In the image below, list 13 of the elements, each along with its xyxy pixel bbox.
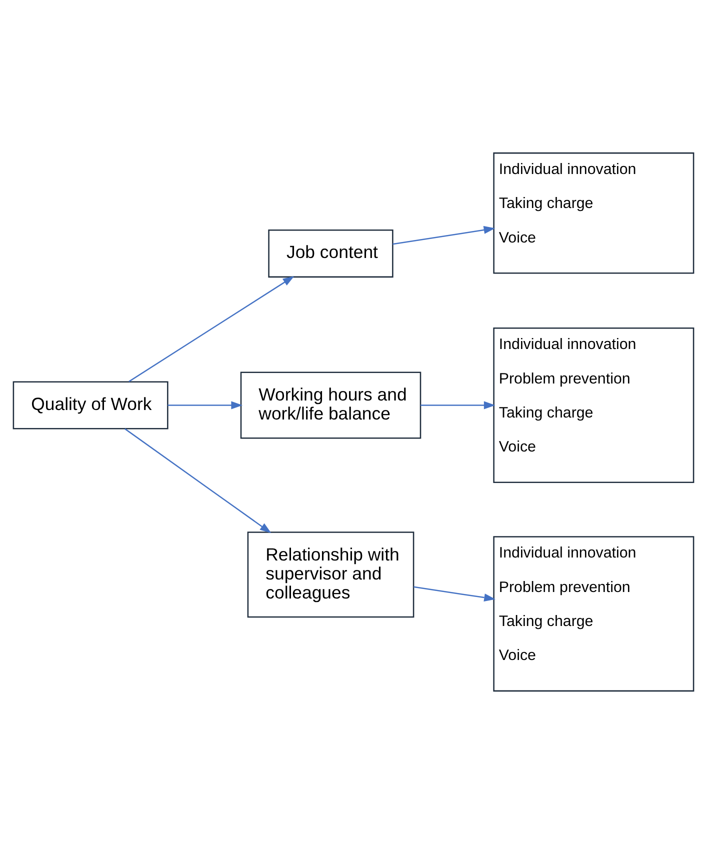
arrow	[392, 226, 496, 245]
arrow	[168, 401, 243, 410]
arrow	[420, 401, 496, 410]
node-box: Job content	[268, 230, 394, 278]
node-box: Individual innovation Taking charge Voice	[493, 152, 694, 274]
node-box: Quality of Work	[12, 381, 168, 430]
node-box: Individual innovation Problem prevention Taking charge Voice	[493, 536, 694, 692]
arrow	[414, 586, 496, 602]
arrow	[124, 428, 272, 534]
node-box: Individual innovation Problem prevention Taking charge Voice	[493, 328, 694, 483]
node-box: Relationship with supervisor and colleagues	[247, 532, 414, 618]
node-box: Working hours and work/life balance	[240, 372, 422, 439]
arrow	[128, 276, 294, 382]
